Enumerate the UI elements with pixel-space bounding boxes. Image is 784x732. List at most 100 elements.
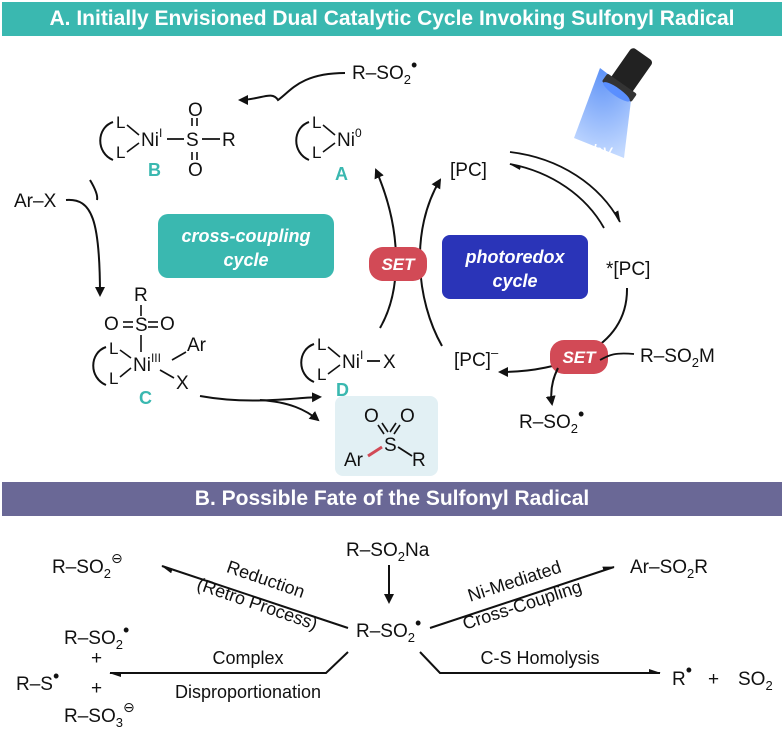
- svg-text:L: L: [312, 143, 321, 162]
- sodium-sulfinate: R–SO2Na: [346, 540, 430, 564]
- set-badge-right: SET: [550, 340, 608, 374]
- relaxation-arrow: [509, 163, 605, 229]
- svg-text:photoredox: photoredox: [465, 247, 566, 267]
- complex-b: L L NiI S O O R: [99, 100, 236, 181]
- label-c: C: [139, 388, 152, 408]
- photoredox-cycle-box: photoredox cycle: [442, 235, 588, 299]
- cross-coupling-cycle-box: cross-coupling cycle: [158, 214, 334, 278]
- svg-text:O: O: [160, 314, 175, 335]
- svg-text:Ar–SO2R: Ar–SO2R: [630, 557, 708, 581]
- section-a-banner: A. Initially Envisioned Dual Catalytic C…: [2, 2, 782, 36]
- svg-text:hv: hv: [592, 142, 614, 163]
- svg-text:O: O: [364, 406, 379, 427]
- homolysis-products: R• + SO2: [672, 660, 773, 693]
- svg-text:SO2: SO2: [738, 669, 773, 693]
- svg-text:X: X: [383, 352, 396, 373]
- reduction-arrow: [161, 565, 349, 629]
- oxidative-addition-arrow: [65, 198, 105, 297]
- svg-text:R–SO2•: R–SO2•: [519, 404, 584, 436]
- lamp-icon: hv: [574, 48, 652, 163]
- disproportionation-arrow: [109, 651, 349, 677]
- svg-text:cycle: cycle: [492, 271, 537, 291]
- product-release-arrow: [259, 399, 320, 422]
- svg-text:+: +: [708, 669, 719, 690]
- cross-coupling-arrow: [429, 566, 615, 629]
- reduction-label: Reduction (Retro Process): [194, 557, 320, 634]
- svg-text:+: +: [91, 648, 102, 669]
- svg-text:R–SO2Na: R–SO2Na: [346, 540, 430, 564]
- label-d: D: [336, 380, 349, 400]
- photocatalyst: [PC]: [450, 160, 487, 181]
- svg-text:R–SO2⊖: R–SO2⊖: [52, 550, 123, 581]
- svg-text:L: L: [317, 365, 326, 384]
- svg-text:O: O: [400, 406, 415, 427]
- homolysis-arrow: [419, 651, 661, 674]
- svg-text:Ni0: Ni0: [337, 126, 362, 151]
- svg-text:NiI: NiI: [141, 126, 162, 151]
- svg-text:SET: SET: [562, 348, 597, 367]
- svg-text:L: L: [109, 369, 118, 388]
- excited-photocatalyst: *[PC]: [606, 259, 650, 280]
- label-b: B: [148, 160, 161, 180]
- svg-text:R–SO3⊖: R–SO3⊖: [64, 699, 135, 730]
- complex-c: R O S O L L NiIII Ar X: [92, 285, 207, 394]
- complex-label: Complex: [212, 648, 283, 668]
- set-badge-left: SET: [369, 247, 427, 281]
- svg-text:O: O: [188, 160, 203, 181]
- svg-text:O: O: [104, 314, 119, 335]
- svg-text:cycle: cycle: [223, 250, 268, 270]
- aryl-halide: Ar–X: [14, 191, 57, 212]
- svg-text:X: X: [176, 373, 189, 394]
- svg-text:R–SO2•: R–SO2•: [356, 613, 421, 645]
- complex-d: L L NiI X: [300, 335, 396, 384]
- svg-text:S: S: [135, 315, 148, 336]
- section-b-banner: B. Possible Fate of the Sulfonyl Radical: [2, 482, 782, 516]
- svg-text:NiI: NiI: [342, 348, 363, 373]
- svg-text:R: R: [412, 450, 426, 471]
- sulfinate-salt: R–SO2M: [640, 346, 715, 370]
- section-b-title: B. Possible Fate of the Sulfonyl Radical: [194, 487, 590, 510]
- svg-text:R–SO2•: R–SO2•: [64, 620, 129, 652]
- svg-text:L: L: [116, 143, 125, 162]
- sulfone-coupling-product: Ar–SO2R: [630, 557, 708, 581]
- svg-text:R–S•: R–S•: [16, 666, 59, 695]
- complex-a: L L Ni0: [295, 113, 362, 162]
- svg-text:R–SO2•: R–SO2•: [352, 55, 417, 87]
- section-a-title: A. Initially Envisioned Dual Catalytic C…: [49, 7, 735, 30]
- label-a: A: [335, 164, 348, 184]
- homolysis-label: C-S Homolysis: [480, 648, 599, 668]
- svg-text:R–SO2M: R–SO2M: [640, 346, 715, 370]
- sulfonyl-radical-bottom: R–SO2•: [519, 404, 584, 436]
- svg-text:O: O: [188, 100, 203, 121]
- svg-text:Ar: Ar: [344, 450, 364, 471]
- svg-text:L: L: [116, 113, 125, 132]
- disproportionation-label: Disproportionation: [175, 682, 321, 702]
- excitation-arrow: [509, 151, 621, 223]
- svg-text:S: S: [186, 130, 199, 151]
- svg-text:SET: SET: [381, 255, 416, 274]
- radical-addition-arrow: [238, 72, 346, 105]
- reduced-photocatalyst: [PC]–: [454, 345, 499, 371]
- svg-text:R: R: [134, 285, 148, 306]
- svg-text:L: L: [317, 335, 326, 354]
- sulfonyl-radical-top: R–SO2•: [352, 55, 417, 87]
- sulfinate-anion: R–SO2⊖: [52, 550, 123, 581]
- svg-text:R: R: [222, 130, 236, 151]
- svg-text:S: S: [384, 435, 397, 456]
- svg-text:L: L: [109, 339, 118, 358]
- svg-text:cross-coupling: cross-coupling: [181, 226, 310, 246]
- disproportionation-products: R–SO2• + R–S• + R–SO3⊖: [16, 620, 135, 730]
- svg-text:Ar: Ar: [187, 335, 207, 356]
- reductive-elimination-arrow: [199, 392, 322, 403]
- sulfonyl-radical-center: R–SO2•: [356, 613, 421, 645]
- svg-text:+: +: [91, 678, 102, 699]
- radical-formation-arrow: [545, 367, 559, 406]
- oxidative-addition-arrow-top: [89, 179, 99, 201]
- svg-text:R•: R•: [672, 660, 692, 690]
- sulfone-product: O O S Ar R: [335, 396, 438, 476]
- svg-text:L: L: [312, 113, 321, 132]
- sulfinate-entry: [599, 352, 635, 361]
- svg-text:NiIII: NiIII: [133, 351, 161, 376]
- cross-coupling-label: Ni-Mediated Cross-Coupling: [460, 557, 584, 634]
